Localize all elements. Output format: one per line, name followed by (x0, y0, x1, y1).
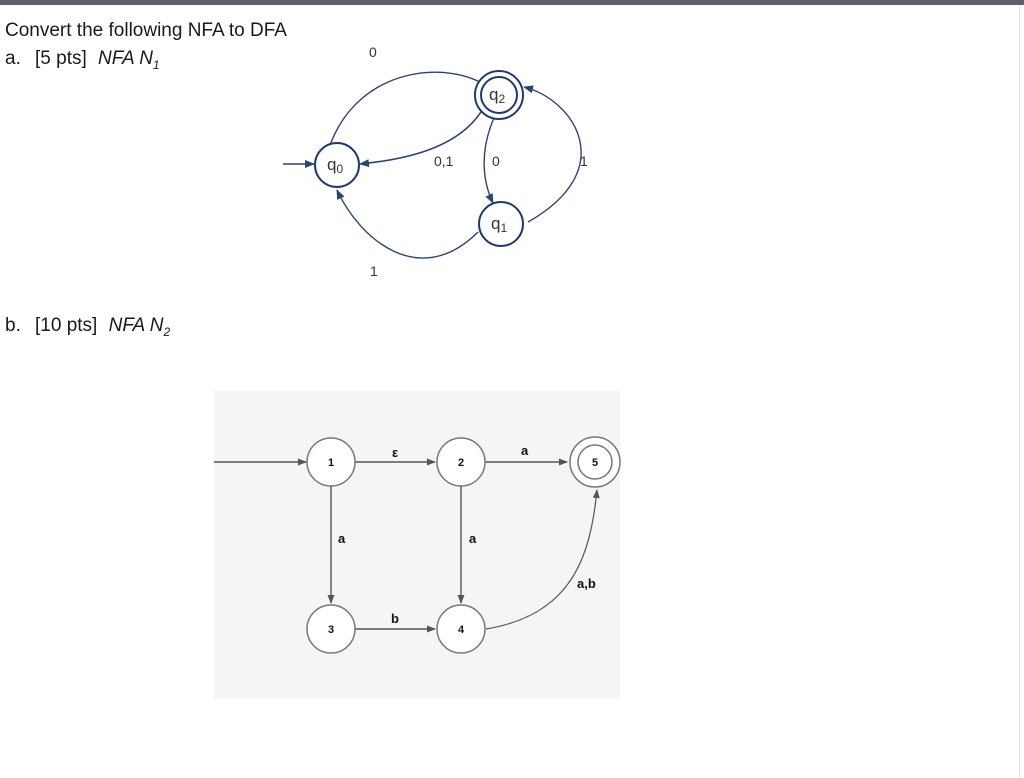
nfa2-state-1: 1 (306, 437, 356, 487)
nfa1-edge-q1-q2 (523, 85, 582, 223)
nfa2-state-4: 4 (436, 604, 486, 654)
nfa1-label-q1-q2: 1 (580, 153, 588, 169)
part-b-nfa-subscript: 2 (163, 324, 171, 339)
nfa2-label-2-5: a (521, 443, 529, 458)
nfa2-label-2-4: a (469, 531, 477, 546)
nfa2-state-5: 5 (569, 436, 621, 488)
nfa1-edge-q2-q1 (483, 117, 495, 204)
nfa1-label-q1-q0: 1 (370, 263, 378, 279)
question-heading: Convert the following NFA to DFA (5, 20, 287, 41)
part-a-line: a. [5 pts] NFA N1 (5, 48, 160, 72)
svg-text:q0: q0 (327, 155, 343, 176)
right-border-line (1019, 5, 1020, 778)
nfa2-label-1-2: ε (392, 445, 398, 460)
nfa2-label-1-3: a (338, 531, 346, 546)
top-border-bar (0, 0, 1024, 5)
nfa2-label-3-4: b (391, 611, 399, 626)
nfa2-state-3: 3 (306, 604, 356, 654)
part-a-points: [5 pts] (35, 48, 87, 69)
part-b-points: [10 pts] (35, 315, 98, 336)
nfa1-state-q1-label: q (491, 214, 500, 233)
nfa2-state-4-label: 4 (458, 624, 465, 636)
nfa1-label-q2-q1: 0 (492, 153, 500, 169)
nfa2-state-2-label: 2 (458, 457, 464, 469)
part-a-nfa-subscript: 1 (152, 57, 160, 72)
part-a-letter: a. (5, 48, 21, 69)
nfa2-label-4-5: a,b (577, 576, 596, 591)
svg-text:q2: q2 (489, 85, 505, 106)
part-b-nfa-name: NFA N2 (108, 315, 171, 339)
nfa1-edge-q0-q2 (329, 71, 489, 146)
nfa1-edge-q1-q0 (336, 189, 479, 259)
nfa2-state-1-label: 1 (328, 457, 334, 469)
part-b-line: b. [10 pts] NFA N2 (5, 315, 170, 339)
part-a-nfa-name: NFA N1 (98, 48, 160, 72)
nfa1-label-q2-q0: 0,1 (434, 153, 454, 169)
nfa2-background (214, 391, 620, 699)
nfa1-state-q1: q1 (478, 201, 524, 247)
nfa2-state-5-label: 5 (592, 457, 598, 469)
nfa1-label-q0-q2: 0 (369, 44, 377, 60)
nfa1-state-q0-sub: 0 (336, 162, 343, 176)
nfa2-state-3-label: 3 (328, 624, 334, 636)
part-a-nfa-label: NFA N (98, 48, 153, 69)
nfa1-state-q2-sub: 2 (498, 92, 505, 106)
part-b-nfa-label: NFA N (108, 315, 164, 336)
nfa1-state-q2-label: q (489, 85, 498, 104)
nfa1-state-q2: q2 (474, 70, 524, 120)
nfa2-diagram: ε a a a b a,b 1 2 5 3 4 (214, 391, 621, 699)
nfa1-state-q1-sub: 1 (500, 221, 507, 235)
nfa1-state-q0-label: q (327, 155, 336, 174)
svg-text:q1: q1 (491, 214, 507, 235)
nfa2-state-2: 2 (436, 437, 486, 487)
nfa1-state-q0: q0 (314, 142, 360, 188)
part-b-letter: b. (5, 315, 21, 336)
nfa1-edge-q2-q0 (359, 106, 485, 168)
nfa2-edge-4-5 (485, 489, 600, 630)
